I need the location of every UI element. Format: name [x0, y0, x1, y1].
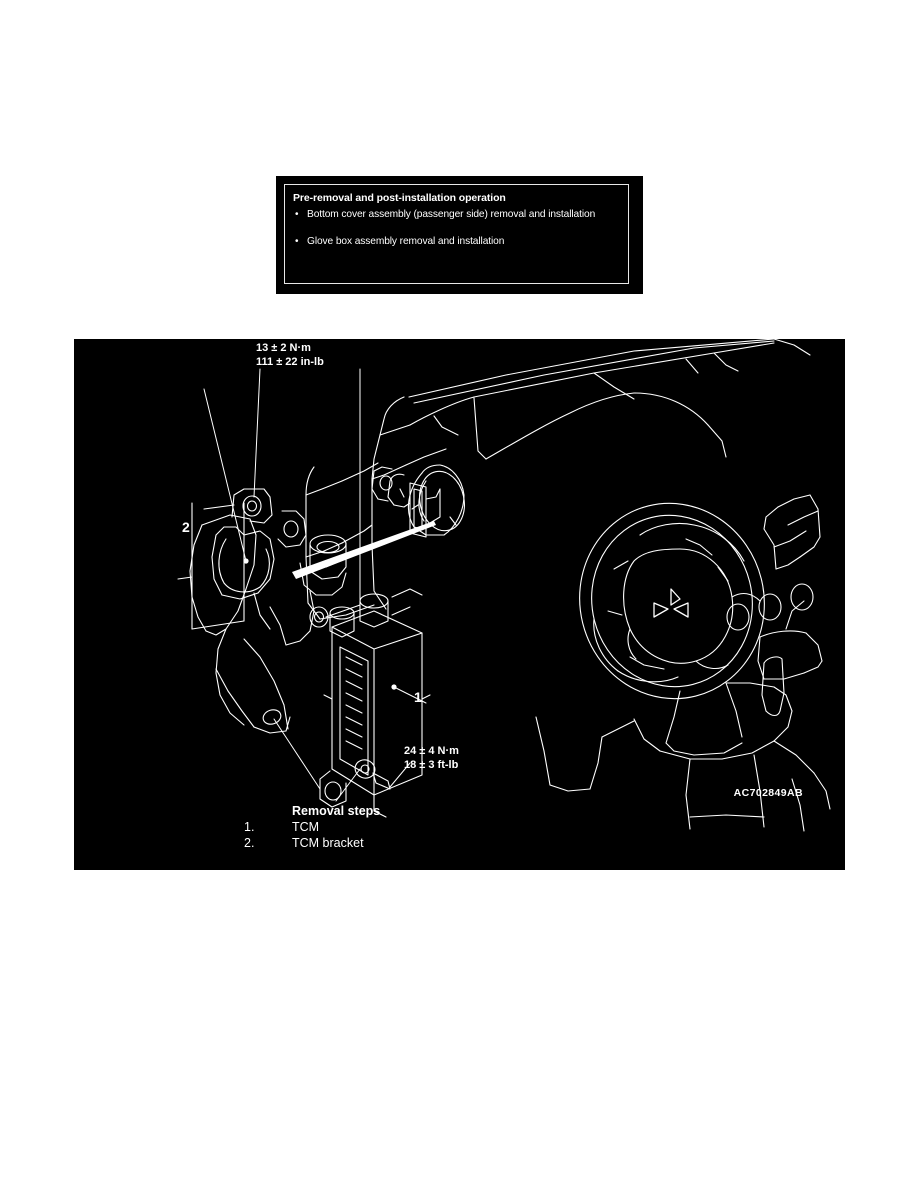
torque-inlb: 111 ± 22 in-lb: [256, 355, 324, 368]
torque-nm: 13 ± 2 N·m: [256, 342, 311, 354]
torque-label-lower: 24 ± 4 N·m 18 ± 3 ft-lb: [404, 745, 459, 772]
tcm-removal-figure: 13 ± 2 N·m 111 ± 22 in-lb 24 ± 4 N·m 18 …: [74, 339, 845, 870]
removal-steps-list: Removal steps 1. TCM 2. TCM bracket: [222, 803, 380, 851]
bullet-icon: •: [295, 209, 299, 220]
callout-number-2: 2: [182, 519, 190, 535]
removal-step-item: 1. TCM: [222, 819, 380, 835]
dashboard-illustration: [191, 339, 831, 832]
note-item-text: Glove box assembly removal and installat…: [307, 235, 505, 247]
leader-lines: [177, 368, 427, 802]
note-item-text: Bottom cover assembly (passenger side) r…: [307, 209, 596, 220]
torque-nm: 24 ± 4 N·m: [404, 745, 459, 757]
tcm-unit: [319, 588, 431, 818]
callout-number-1: 1: [414, 689, 422, 705]
note-item: • Glove box assembly removal and install…: [293, 236, 620, 249]
bullet-icon: •: [295, 235, 299, 247]
technical-line-art: [177, 339, 831, 832]
step-label: TCM: [292, 820, 320, 834]
step-label: TCM bracket: [292, 836, 364, 850]
note-box-inner-border: Pre-removal and post-installation operat…: [284, 184, 629, 284]
assembly-direction-arrow: [292, 521, 436, 579]
step-number: 2.: [244, 836, 255, 850]
artwork-reference-code: AC702849AB: [733, 787, 803, 799]
lower-mounting-bolt: [354, 759, 391, 790]
pre-removal-note-box: Pre-removal and post-installation operat…: [276, 176, 643, 294]
step-number: 1.: [244, 820, 255, 834]
mitsubishi-emblem: [653, 588, 689, 618]
removal-step-item: 2. TCM bracket: [222, 835, 380, 851]
torque-ftlb: 18 ± 3 ft-lb: [404, 758, 459, 771]
note-item: • Bottom cover assembly (passenger side)…: [293, 209, 620, 222]
note-title: Pre-removal and post-installation operat…: [293, 192, 506, 204]
installed-tcm-detail: [371, 466, 441, 538]
tcm-bracket: [189, 488, 347, 734]
leader-dots: [243, 558, 397, 690]
removal-steps-title: Removal steps: [292, 804, 381, 818]
torque-label-upper: 13 ± 2 N·m 111 ± 22 in-lb: [256, 342, 324, 369]
